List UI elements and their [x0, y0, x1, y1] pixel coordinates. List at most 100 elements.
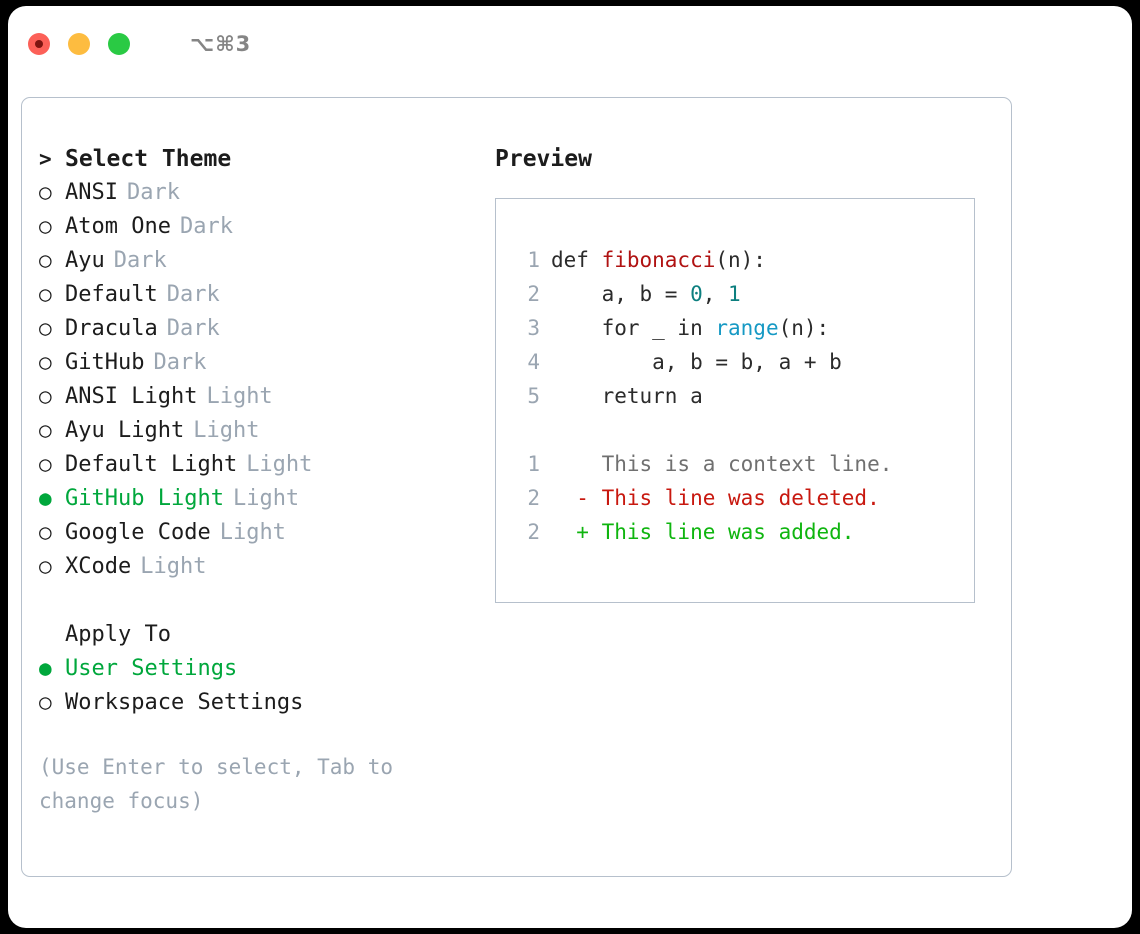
theme-name-label: Google Code	[65, 520, 211, 545]
section-spacer	[39, 588, 479, 622]
diff-line-number: 2	[527, 520, 540, 544]
diff-line-number: 1	[527, 452, 540, 476]
diff-line: 1 This is a context line.	[514, 447, 974, 481]
code-line-number: 2	[527, 282, 540, 306]
code-token: 0	[690, 282, 703, 306]
code-line: 1 def fibonacci(n):	[514, 243, 974, 277]
code-line: 2 a, b = 0, 1	[514, 277, 974, 311]
radio-unselected-icon[interactable]: ○	[39, 554, 52, 578]
code-line-content: return a	[551, 379, 703, 413]
cursor-arrow-icon: >	[39, 147, 52, 171]
code-line-content: def fibonacci(n):	[551, 243, 766, 277]
code-line-number: 4	[527, 350, 540, 374]
diff-line-number: 2	[527, 486, 540, 510]
code-line-content: for _ in range(n):	[551, 311, 830, 345]
code-token: for _ in	[551, 316, 716, 340]
theme-name-label: Default Light	[65, 452, 238, 477]
theme-category-tag: Dark	[126, 180, 180, 205]
maximize-button[interactable]	[108, 33, 130, 55]
apply-to-option[interactable]: ○ Workspace Settings	[39, 690, 479, 724]
code-token: (n):	[778, 316, 830, 340]
radio-unselected-icon[interactable]: ○	[39, 214, 52, 238]
theme-category-tag: Dark	[153, 350, 207, 375]
select-theme-header: > Select Theme	[39, 146, 479, 180]
code-diff-spacer	[514, 413, 974, 447]
code-line-number: 1	[527, 248, 540, 272]
theme-list-item[interactable]: ○ Ayu Light Light	[39, 418, 479, 452]
apply-to-option-label: Workspace Settings	[65, 690, 304, 715]
theme-list-item[interactable]: ○ Default Light Light	[39, 452, 479, 486]
window-controls	[28, 33, 130, 55]
radio-selected-icon[interactable]: ●	[39, 656, 52, 680]
code-token: range	[715, 316, 779, 340]
code-token: a, b =	[551, 282, 691, 306]
diff-line-content: - This line was deleted.	[551, 486, 880, 510]
preview-title: Preview	[495, 146, 592, 172]
radio-unselected-icon[interactable]: ○	[39, 350, 52, 374]
theme-category-tag: Light	[219, 520, 286, 545]
keyboard-hint-text: (Use Enter to select, Tab to change focu…	[39, 755, 394, 813]
theme-name-label: XCode	[65, 554, 132, 579]
radio-selected-icon[interactable]: ●	[39, 486, 52, 510]
code-line-number: 5	[527, 384, 540, 408]
window-titlebar: ⌥⌘3	[8, 6, 1132, 82]
theme-name-label: Dracula	[65, 316, 158, 341]
theme-category-tag: Light	[140, 554, 207, 579]
code-token: fibonacci	[601, 248, 716, 272]
theme-list-item[interactable]: ○ XCode Light	[39, 554, 479, 588]
apply-to-label: Apply To	[65, 622, 171, 647]
code-line-content: a, b = 0, 1	[551, 277, 741, 311]
theme-category-tag: Light	[246, 452, 313, 477]
minimize-button[interactable]	[68, 33, 90, 55]
theme-list-item[interactable]: ○ Google Code Light	[39, 520, 479, 554]
radio-unselected-icon[interactable]: ○	[39, 282, 52, 306]
radio-unselected-icon[interactable]: ○	[39, 384, 52, 408]
code-line: 5 return a	[514, 379, 974, 413]
radio-unselected-icon[interactable]: ○	[39, 690, 52, 714]
code-line-content: a, b = b, a + b	[551, 345, 842, 379]
diff-line: 2 - This line was deleted.	[514, 481, 974, 515]
code-token: (n):	[715, 248, 766, 272]
keyboard-shortcut-label: ⌥⌘3	[190, 32, 252, 56]
radio-unselected-icon[interactable]: ○	[39, 418, 52, 442]
diff-sample: 1 This is a context line.2 - This line w…	[514, 447, 974, 549]
radio-unselected-icon[interactable]: ○	[39, 520, 52, 544]
diff-line-content: This is a context line.	[551, 452, 893, 476]
radio-unselected-icon[interactable]: ○	[39, 248, 52, 272]
code-token: a, b = b, a + b	[551, 350, 842, 374]
radio-unselected-icon[interactable]: ○	[39, 316, 52, 340]
close-button[interactable]	[28, 33, 50, 55]
diff-line-content: + This line was added.	[551, 520, 855, 544]
radio-unselected-icon[interactable]: ○	[39, 452, 52, 476]
theme-name-label: Ayu	[65, 248, 105, 273]
radio-unselected-icon[interactable]: ○	[39, 180, 52, 204]
code-line-number: 3	[527, 316, 540, 340]
theme-name-label: ANSI	[65, 180, 118, 205]
diff-line: 2 + This line was added.	[514, 515, 974, 549]
apply-to-option[interactable]: ● User Settings	[39, 656, 479, 690]
apply-to-option-label: User Settings	[65, 656, 238, 681]
theme-name-label: GitHub Light	[65, 486, 224, 511]
theme-name-label: Ayu Light	[65, 418, 185, 443]
theme-list-item[interactable]: ○ ANSI Dark	[39, 180, 479, 214]
code-line: 4 a, b = b, a + b	[514, 345, 974, 379]
theme-name-label: ANSI Light	[65, 384, 198, 409]
theme-category-tag: Dark	[166, 282, 220, 307]
theme-category-tag: Light	[193, 418, 260, 443]
apply-to-header: Apply To	[39, 622, 479, 656]
theme-category-tag: Dark	[179, 214, 233, 239]
